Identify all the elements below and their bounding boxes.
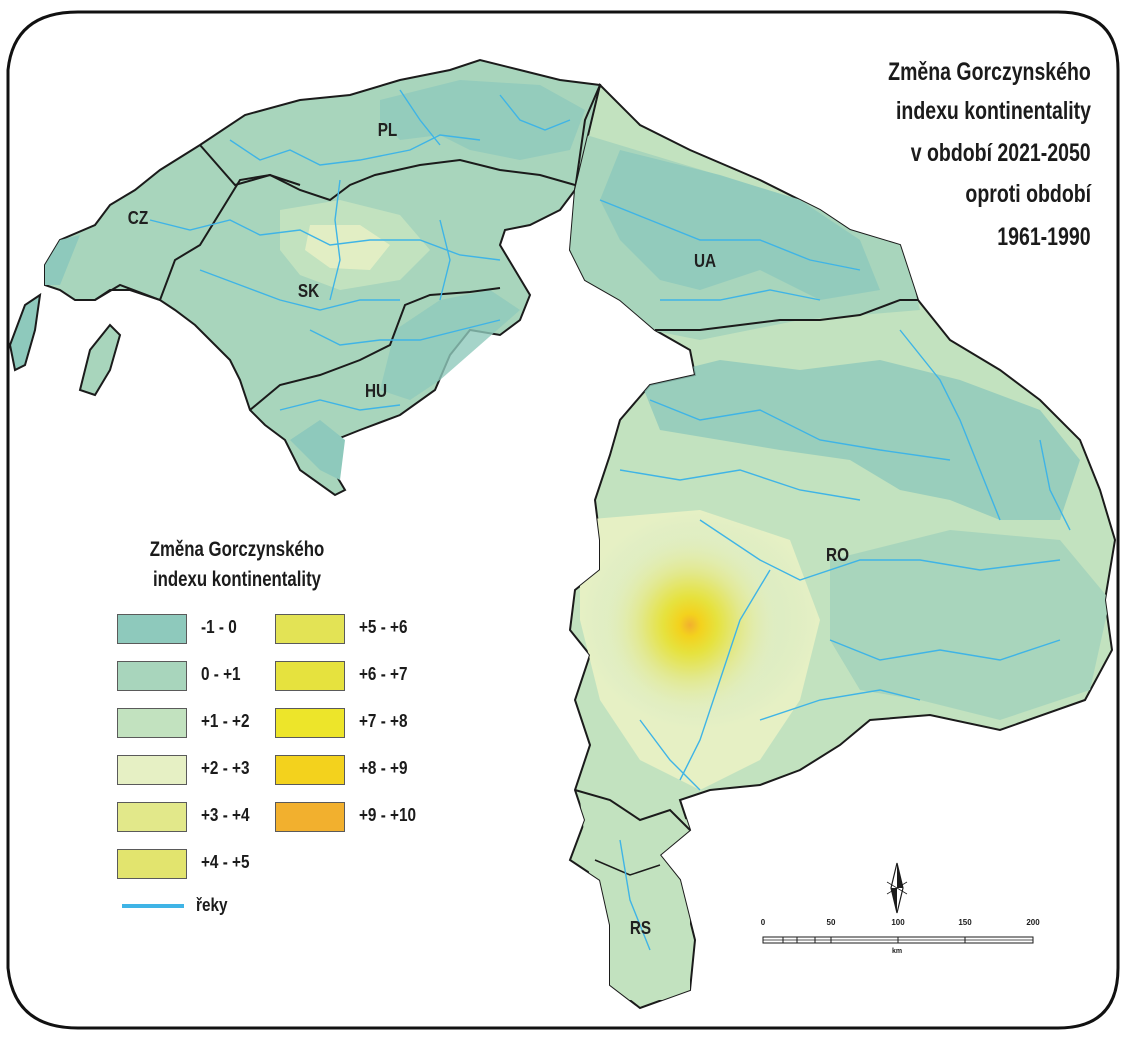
zone-ro-north-teal xyxy=(640,360,1080,520)
legend-class-swatch xyxy=(117,661,187,691)
country-label-hu: HU xyxy=(364,381,388,401)
title-line-1: Změna Gorczynského xyxy=(888,58,1091,86)
legend-class-swatch xyxy=(275,755,345,785)
zone-hu-south xyxy=(290,420,345,480)
map-frame-border xyxy=(6,10,1120,1030)
legend-class-swatch xyxy=(117,849,187,879)
rivers-east xyxy=(599,199,1071,951)
scale-tick-150: 150 xyxy=(958,918,972,927)
border-sk-hu xyxy=(249,287,501,411)
country-label-sk: SK xyxy=(297,281,320,301)
legend-class-label: +8 - +9 xyxy=(359,758,408,778)
legend-class-label: -1 - 0 xyxy=(201,617,237,637)
region-west xyxy=(8,58,602,497)
legend-class-swatch xyxy=(117,802,187,832)
legend-class-swatch xyxy=(275,614,345,644)
legend-class-swatch xyxy=(275,661,345,691)
legend-class-swatch xyxy=(117,755,187,785)
legend-river-swatch xyxy=(122,904,184,908)
legend-class-swatch xyxy=(117,614,187,644)
country-label-pl: PL xyxy=(377,120,398,140)
legend-class-label: +2 - +3 xyxy=(201,758,250,778)
border-ua-ro xyxy=(655,299,918,331)
zone-pl-teal xyxy=(380,80,585,160)
border-pl-sk xyxy=(199,144,576,202)
zone-ro-east xyxy=(830,530,1110,720)
legend-river-label: řeky xyxy=(196,895,228,915)
country-label-rs: RS xyxy=(629,918,652,938)
legend-class-label: +9 - +10 xyxy=(359,805,417,825)
zone-ro-hotspot xyxy=(600,530,780,720)
north-arrow-icon xyxy=(886,862,908,914)
zone-cz-teal xyxy=(45,235,80,285)
legend-class-label: +3 - +4 xyxy=(201,805,250,825)
zone-rs xyxy=(580,800,690,1000)
legend-class-label: +5 - +6 xyxy=(359,617,408,637)
legend-title-line-1: Změna Gorczynského xyxy=(149,538,325,561)
zone-sk-warm xyxy=(305,225,390,270)
border-rs-inner xyxy=(594,859,661,876)
border-pl-ua xyxy=(574,84,601,191)
title-line-4: oproti období xyxy=(965,180,1091,208)
country-label-cz: CZ xyxy=(127,208,149,228)
title-line-3: v období 2021-2050 xyxy=(911,139,1091,167)
title-line-2: indexu kontinentality xyxy=(895,97,1091,125)
legend-class-label: +4 - +5 xyxy=(201,852,250,872)
rivers-west xyxy=(149,89,571,411)
legend-class-label: +6 - +7 xyxy=(359,664,408,684)
border-ro-rs xyxy=(574,789,691,831)
legend-class-label: +1 - +2 xyxy=(201,711,250,731)
scale-bar xyxy=(762,936,1034,944)
region-cz-west-strip xyxy=(8,292,42,372)
title-line-5: 1961-1990 xyxy=(997,223,1091,251)
scale-tick-0: 0 xyxy=(760,918,766,927)
region-east xyxy=(568,83,1117,1010)
legend-class-swatch xyxy=(117,708,187,738)
scale-tick-50: 50 xyxy=(826,918,836,927)
legend-class-label: 0 - +1 xyxy=(201,664,241,684)
country-label-ro: RO xyxy=(826,545,849,565)
zone-ua-teal xyxy=(600,150,880,300)
scale-tick-100: 100 xyxy=(891,918,905,927)
region-cz-southwest xyxy=(78,323,122,397)
country-label-ua: UA xyxy=(693,251,717,271)
legend-class-swatch xyxy=(275,708,345,738)
legend-class-label: +7 - +8 xyxy=(359,711,408,731)
zone-hu-teal xyxy=(380,290,520,400)
scale-tick-200: 200 xyxy=(1026,918,1040,927)
scale-unit: km xyxy=(891,948,903,955)
legend-class-swatch xyxy=(275,802,345,832)
legend-title-line-2: indexu kontinentality xyxy=(152,568,322,591)
